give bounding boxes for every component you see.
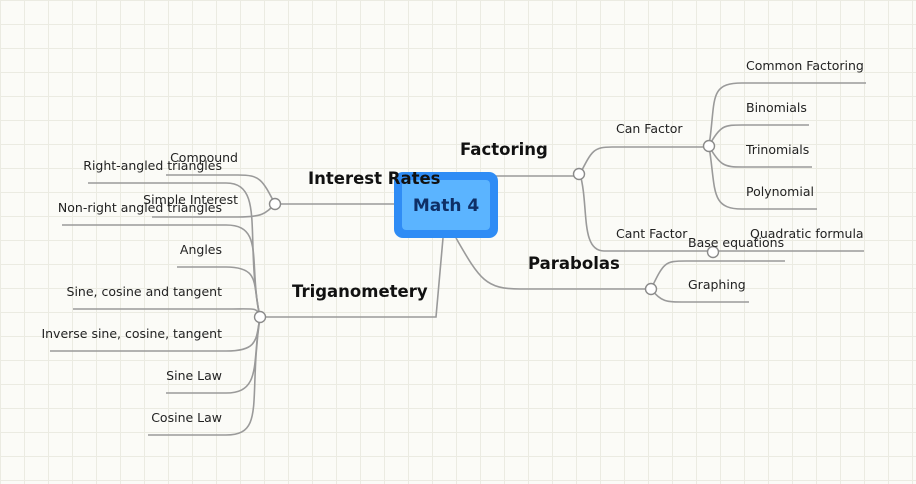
subtopic-sine-law[interactable]: Sine Law <box>166 368 222 383</box>
topic-interest-rates[interactable]: Interest Rates <box>308 169 441 188</box>
subtopic-graphing[interactable]: Graphing <box>688 277 746 292</box>
connector-common-factoring <box>708 82 866 147</box>
connector-base-equations <box>650 260 785 290</box>
subtopic-simple-interest[interactable]: Simple Interest <box>143 192 238 207</box>
connector-angles <box>177 266 261 318</box>
subtopic-cosine-law[interactable]: Cosine Law <box>151 410 222 425</box>
connector-can-factor <box>579 146 708 175</box>
connector-polynomial <box>708 145 817 210</box>
interest-rates-collapse-knob[interactable] <box>268 197 282 211</box>
connector-trinomials <box>708 145 812 168</box>
subtopic-common-factoring[interactable]: Common Factoring <box>746 58 864 73</box>
subtopic-quadratic-formula[interactable]: Quadratic formula <box>750 226 864 241</box>
subtopic-inverse-sine-cosine-tangent[interactable]: Inverse sine, cosine, tangent <box>41 326 222 341</box>
subtopic-trinomials[interactable]: Trinomials <box>745 142 809 157</box>
triganometery-collapse-knob[interactable] <box>253 310 267 324</box>
subtopic-compound[interactable]: Compound <box>170 150 238 165</box>
connector-sine-cosine-tangent <box>73 308 261 318</box>
subtopic-sine-cosine-tangent[interactable]: Sine, cosine and tangent <box>67 284 223 299</box>
subtopic-cant-factor[interactable]: Cant Factor <box>616 226 688 241</box>
root-node[interactable]: Math 4 <box>394 172 498 238</box>
connector-cant-factor <box>579 173 864 252</box>
subtopic-non-right-angled-triangles[interactable]: Non-right angled triangles <box>58 200 222 215</box>
factoring-collapse-knob[interactable] <box>572 167 586 181</box>
connector-compound <box>166 174 276 205</box>
connector-cosine-law <box>148 316 261 436</box>
root-label: Math 4 <box>413 196 480 216</box>
topic-parabolas[interactable]: Parabolas <box>528 254 620 273</box>
subtopic-polynomial[interactable]: Polynomial <box>746 184 814 199</box>
can-factor-collapse-knob[interactable] <box>702 139 716 153</box>
connector-binomials <box>708 124 809 147</box>
cant-factor-collapse-knob[interactable] <box>706 245 720 259</box>
parabolas-collapse-knob[interactable] <box>644 282 658 296</box>
subtopic-can-factor[interactable]: Can Factor <box>616 121 683 136</box>
subtopic-right-angled-triangles[interactable]: Right-angled triangles <box>83 158 222 173</box>
subtopic-base-equations[interactable]: Base equations <box>688 235 784 250</box>
topic-factoring[interactable]: Factoring <box>460 140 548 159</box>
connector-parabolas <box>455 237 651 290</box>
subtopic-binomials[interactable]: Binomials <box>746 100 807 115</box>
connector-non-right-angled <box>62 224 261 318</box>
connector-triganometery <box>260 237 444 318</box>
root-node-fill <box>402 180 490 230</box>
topic-triganometery[interactable]: Triganometery <box>292 282 428 301</box>
subtopic-angles[interactable]: Angles <box>180 242 222 257</box>
